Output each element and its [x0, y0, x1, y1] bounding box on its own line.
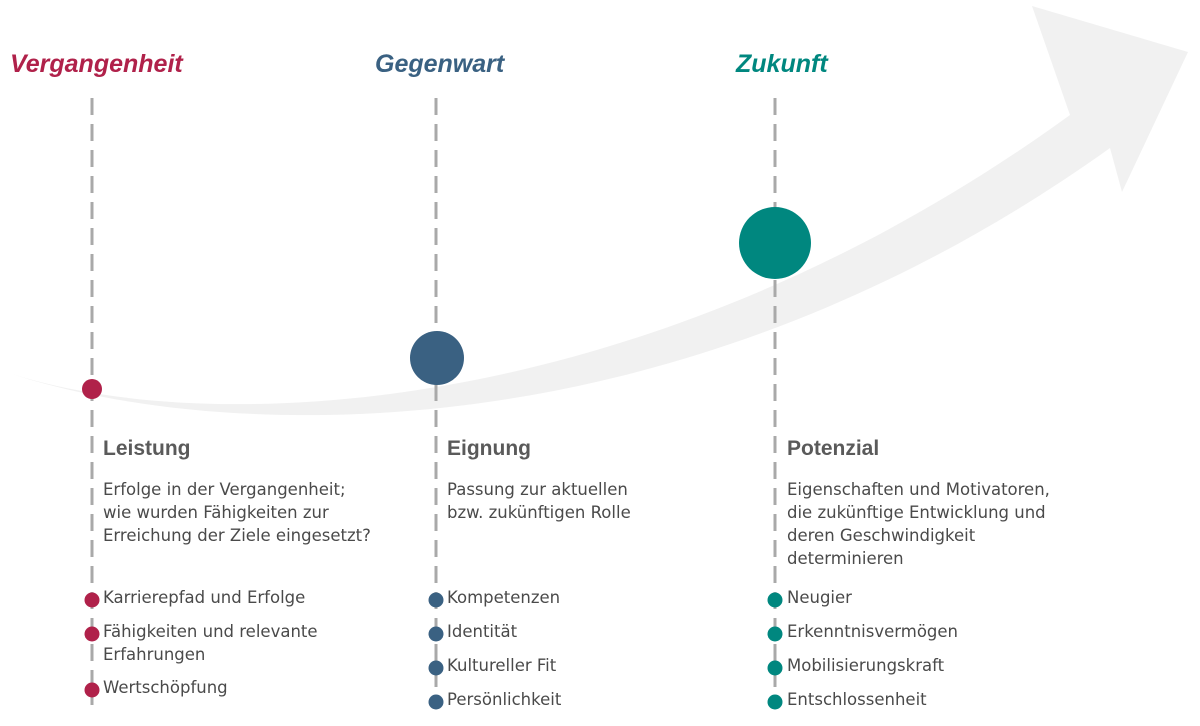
- phase-column-present: Eignung Passung zur aktuellen bzw. zukün…: [447, 436, 657, 709]
- phase-title-present: Gegenwart: [375, 50, 505, 78]
- phase-heading: Leistung: [103, 437, 191, 460]
- list-item: Persönlichkeit: [447, 690, 562, 709]
- list-item: Mobilisierungskraft: [787, 656, 945, 675]
- list-item: Erkenntnisvermögen: [787, 622, 959, 641]
- list-item: Karrierepfad und Erfolge: [103, 588, 306, 607]
- list-item: Entschlossenheit: [787, 690, 927, 709]
- marker-past: [82, 379, 102, 399]
- phase-column-past: Leistung Erfolge in der Vergangenheit; w…: [103, 436, 373, 697]
- bullet-dot: [428, 626, 444, 642]
- phase-description: Passung zur aktuellen bzw. zukünftigen R…: [447, 480, 631, 522]
- phase-title-past: Vergangenheit: [10, 50, 183, 78]
- bullet-dot: [767, 626, 783, 642]
- phase-column-future: Potenzial Eigenschaften und Motivatoren,…: [787, 436, 1062, 709]
- marker-future: [739, 207, 811, 279]
- bullet-dot: [428, 660, 444, 676]
- phase-description: Erfolge in der Vergangenheit; wie wurden…: [103, 480, 371, 545]
- phase-heading: Potenzial: [787, 437, 880, 460]
- growth-arrow: [6, 6, 1188, 416]
- bullet-dot: [428, 694, 444, 710]
- bullet-dot: [84, 592, 100, 608]
- list-item: Fähigkeiten und relevante Erfahrungen: [103, 622, 318, 664]
- bullet-dot: [767, 660, 783, 676]
- bullet-dot: [428, 592, 444, 608]
- phase-title-future: Zukunft: [736, 50, 828, 78]
- list-item: Kompetenzen: [447, 588, 561, 607]
- list-item: Kultureller Fit: [447, 656, 557, 675]
- phase-description: Eigenschaften und Motivatoren, die zukün…: [787, 480, 1050, 568]
- bullet-dot: [767, 694, 783, 710]
- bullet-dot: [84, 682, 100, 698]
- list-item: Identität: [447, 622, 518, 641]
- bullet-dot: [767, 592, 783, 608]
- list-item: Neugier: [787, 588, 852, 607]
- list-item: Wertschöpfung: [103, 678, 228, 697]
- marker-present: [410, 331, 464, 385]
- phase-heading: Eignung: [447, 437, 531, 460]
- bullet-dot: [84, 626, 100, 642]
